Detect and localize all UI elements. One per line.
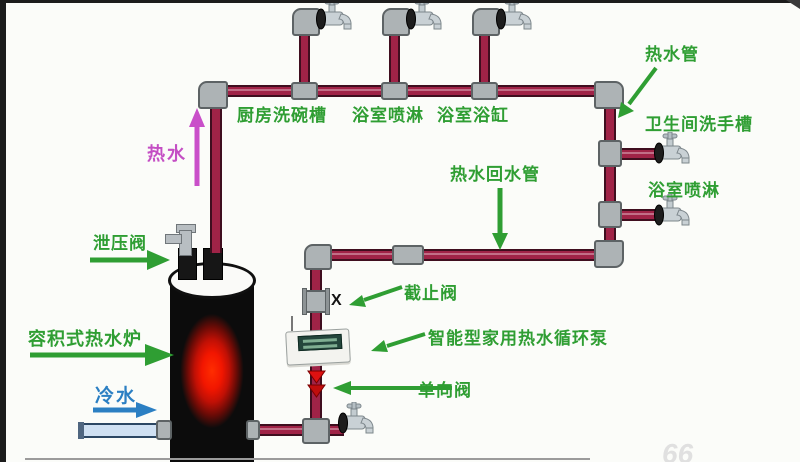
elbow-top-right <box>594 81 624 109</box>
faucet-washbasin-icon <box>650 131 692 174</box>
elbow-bottom-right <box>594 240 624 268</box>
label-check-valve: 单向阀 <box>418 381 472 400</box>
label-hot-water: 热水 <box>147 144 187 164</box>
label-hot-water-pipe: 热水管 <box>645 45 699 64</box>
cold-water-pipe <box>80 423 160 438</box>
heater-outlet-pipe <box>256 424 304 436</box>
arrow-stop-valve <box>349 285 403 307</box>
label-cold-water: 冷水 <box>95 386 138 407</box>
tee-faucet3 <box>471 82 498 100</box>
label-stop-valve: 截止阀 <box>404 284 458 303</box>
label-bath-shower-right: 浴室喷淋 <box>648 181 720 200</box>
frame-border-top <box>0 0 800 3</box>
arrow-return-pipe-down <box>492 188 508 250</box>
faucet1-drop-pipe <box>299 34 310 88</box>
elbow-top-left <box>198 81 228 109</box>
label-bath-shower-top: 浴室喷淋 <box>352 106 424 125</box>
faucet-bath-tub-icon <box>492 0 534 40</box>
tee-bottom <box>302 418 330 444</box>
faucet2-drop-pipe <box>389 34 400 88</box>
frame-corner-top-right <box>786 0 800 9</box>
washbasin-stub-pipe <box>618 148 658 160</box>
cold-pipe-cap <box>78 422 84 439</box>
label-hot-return-pipe: 热水回水管 <box>450 165 540 184</box>
relief-valve-spout <box>165 234 182 244</box>
return-pipe <box>328 249 598 261</box>
stop-valve-flange-right <box>325 288 330 315</box>
elbow-return-left <box>304 244 332 270</box>
stop-valve-x-mark: X <box>331 292 342 309</box>
watermark: 66 <box>662 438 694 462</box>
faucet-kitchen-sink-icon <box>312 0 354 40</box>
label-circulation-pump: 智能型家用热水循环泵 <box>428 329 608 348</box>
tee-faucet1 <box>291 82 318 100</box>
frame-border-bottom <box>25 458 590 460</box>
hot-supply-pipe-top <box>226 85 596 97</box>
label-bath-tub: 浴室浴缸 <box>437 106 509 125</box>
label-relief-valve: 泄压阀 <box>93 234 147 253</box>
faucet-shower-right-icon <box>650 193 692 236</box>
hot-outlet-connector <box>246 420 260 440</box>
tee-shower-right <box>598 201 622 228</box>
arrow-circulation-pump <box>371 332 426 352</box>
heater-glow <box>176 306 248 436</box>
shower-stub-pipe <box>618 209 658 221</box>
arrow-hot-water-up <box>189 108 205 186</box>
faucet3-drop-pipe <box>479 34 490 88</box>
pump-antenna <box>291 316 293 331</box>
hot-riser-pipe <box>210 107 222 253</box>
cold-inlet-connector <box>156 420 172 440</box>
label-washbasin: 卫生间洗手槽 <box>645 115 753 134</box>
check-valve-icon <box>307 370 326 398</box>
label-kitchen-sink: 厨房洗碗槽 <box>237 106 327 125</box>
frame-border-left <box>0 0 6 462</box>
faucet-bath-shower-icon <box>402 0 444 40</box>
stop-valve-flange-left <box>302 288 307 315</box>
tee-washbasin <box>598 140 622 167</box>
return-pipe-union <box>392 245 424 265</box>
label-storage-heater: 容积式热水炉 <box>28 329 142 349</box>
tee-faucet2 <box>381 82 408 100</box>
elbow-faucet3 <box>472 8 500 36</box>
pump-display <box>297 333 343 352</box>
faucet-drain-icon <box>334 401 376 444</box>
